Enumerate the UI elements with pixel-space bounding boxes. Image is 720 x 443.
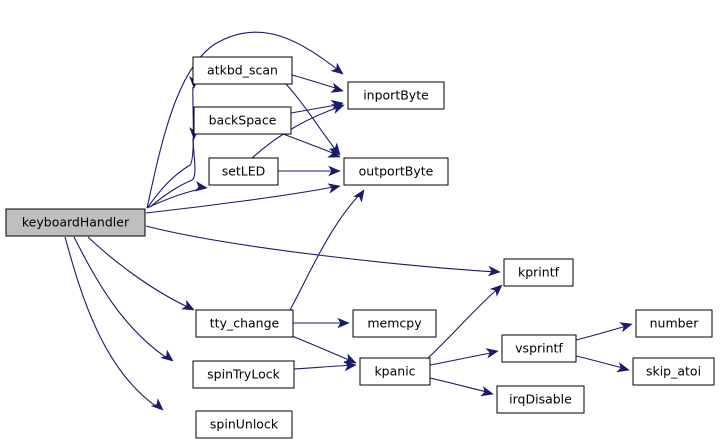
node-kprintf[interactable]: kprintf <box>503 258 574 287</box>
arrowhead-keyboardHandler-to-tty_change <box>181 299 195 311</box>
node-box-atkbd_scan[interactable] <box>192 56 293 85</box>
arrowhead-kpanic-to-kprintf <box>489 284 503 297</box>
node-label-irqDisable: irqDisable <box>509 392 572 407</box>
node-box-kprintf[interactable] <box>503 258 574 287</box>
node-layer: keyboardHandler atkbd_scan backSpace setLED… <box>5 56 715 439</box>
node-label-setLED: setLED <box>222 164 266 179</box>
node-label-number: number <box>650 316 700 331</box>
edge-backSpace-to-outportByte <box>282 133 339 156</box>
arrowhead-keyboardHandler-to-kprintf <box>487 265 501 277</box>
node-label-kpanic: kpanic <box>374 364 415 379</box>
arrowhead-atkbd_scan-to-inportByte <box>330 82 344 93</box>
edge-kpanic-to-vsprintf <box>429 351 497 366</box>
arrowhead-keyboardHandler-to-outportByte <box>327 183 341 194</box>
arrowhead-keyboardHandler-to-spinUnlock <box>150 398 164 411</box>
node-box-kpanic[interactable] <box>359 357 431 386</box>
node-setLED[interactable]: setLED <box>208 157 279 186</box>
arrowhead-spinTryLock-to-kpanic <box>343 360 357 372</box>
edge-keyboardHandler-to-spinUnlock <box>64 236 161 410</box>
node-box-skip_atoi[interactable] <box>632 357 715 386</box>
node-label-inportByte: inportByte <box>363 88 429 103</box>
edge-keyboardHandler-to-atkbd_scan <box>147 86 194 208</box>
arrowhead-tty_change-to-outportByte <box>353 189 365 203</box>
node-kpanic[interactable]: kpanic <box>359 357 431 386</box>
node-label-outportByte: outportByte <box>359 164 434 179</box>
node-skip_atoi[interactable]: skip_atoi <box>632 357 715 386</box>
edge-tty_change-to-kpanic <box>291 335 355 363</box>
node-outportByte[interactable]: outportByte <box>343 157 449 186</box>
edge-kpanic-to-irqDisable <box>429 377 492 394</box>
node-box-tty_change[interactable] <box>195 309 294 338</box>
node-label-keyboardHandler: keyboardHandler <box>22 215 130 230</box>
arrowhead-keyboardHandler-to-inportByte <box>330 62 344 75</box>
node-box-memcpy[interactable] <box>352 309 437 338</box>
node-box-spinUnlock[interactable] <box>195 410 293 439</box>
node-backSpace[interactable]: backSpace <box>193 106 292 135</box>
node-label-memcpy: memcpy <box>367 316 422 331</box>
node-box-irqDisable[interactable] <box>496 385 585 414</box>
node-label-vsprintf: vsprintf <box>515 341 563 356</box>
node-box-setLED[interactable] <box>208 157 279 186</box>
node-label-kprintf: kprintf <box>518 265 560 280</box>
node-keyboardHandler[interactable]: keyboardHandler <box>5 208 146 237</box>
node-label-skip_atoi: skip_atoi <box>646 364 701 379</box>
node-label-tty_change: tty_change <box>210 316 280 331</box>
node-label-spinTryLock: spinTryLock <box>207 367 280 382</box>
node-box-keyboardHandler[interactable] <box>5 208 146 237</box>
node-label-atkbd_scan: atkbd_scan <box>207 63 278 78</box>
node-box-outportByte[interactable] <box>343 157 449 186</box>
node-inportByte[interactable]: inportByte <box>347 81 445 110</box>
arrowhead-keyboardHandler-to-setLED <box>194 181 208 192</box>
arrowhead-kpanic-to-vsprintf <box>485 348 499 359</box>
arrowhead-setLED-to-outportByte <box>328 165 341 177</box>
node-box-vsprintf[interactable] <box>501 334 577 363</box>
edge-vsprintf-to-number <box>575 324 631 341</box>
edge-keyboardHandler-to-tty_change <box>87 236 193 310</box>
node-box-inportByte[interactable] <box>347 81 445 110</box>
node-spinUnlock[interactable]: spinUnlock <box>195 410 293 439</box>
node-box-spinTryLock[interactable] <box>192 360 295 389</box>
edge-spinTryLock-to-kpanic <box>293 364 355 370</box>
node-label-spinUnlock: spinUnlock <box>210 417 279 432</box>
node-irqDisable[interactable]: irqDisable <box>496 385 585 414</box>
edge-keyboardHandler-to-outportByte <box>145 185 339 214</box>
node-number[interactable]: number <box>635 309 713 338</box>
node-box-number[interactable] <box>635 309 713 338</box>
node-spinTryLock[interactable]: spinTryLock <box>192 360 295 389</box>
node-box-backSpace[interactable] <box>193 106 292 135</box>
node-label-backSpace: backSpace <box>209 113 277 128</box>
arrowhead-setLED-to-inportByte <box>331 104 345 114</box>
arrowhead-vsprintf-to-number <box>619 322 633 333</box>
edge-keyboardHandler-to-backSpace <box>149 137 196 208</box>
arrowhead-backSpace-to-outportByte <box>327 147 341 158</box>
edge-atkbd_scan-to-inportByte <box>291 74 343 91</box>
arrowhead-kpanic-to-irqDisable <box>480 386 494 397</box>
node-memcpy[interactable]: memcpy <box>352 309 437 338</box>
node-atkbd_scan[interactable]: atkbd_scan <box>192 56 293 85</box>
node-tty_change[interactable]: tty_change <box>195 309 294 338</box>
arrowhead-tty_change-to-memcpy <box>337 317 350 329</box>
node-vsprintf[interactable]: vsprintf <box>501 334 577 363</box>
edge-keyboardHandler-to-kprintf <box>145 225 499 273</box>
edge-kpanic-to-kprintf <box>427 286 501 359</box>
edge-keyboardHandler-to-inportByte <box>146 31 343 209</box>
arrowhead-keyboardHandler-to-spinTryLock <box>160 349 174 362</box>
arrowhead-vsprintf-to-skip_atoi <box>616 362 630 373</box>
edge-tty_change-to-outportByte <box>289 191 363 311</box>
edge-keyboardHandler-to-spinTryLock <box>73 236 171 361</box>
